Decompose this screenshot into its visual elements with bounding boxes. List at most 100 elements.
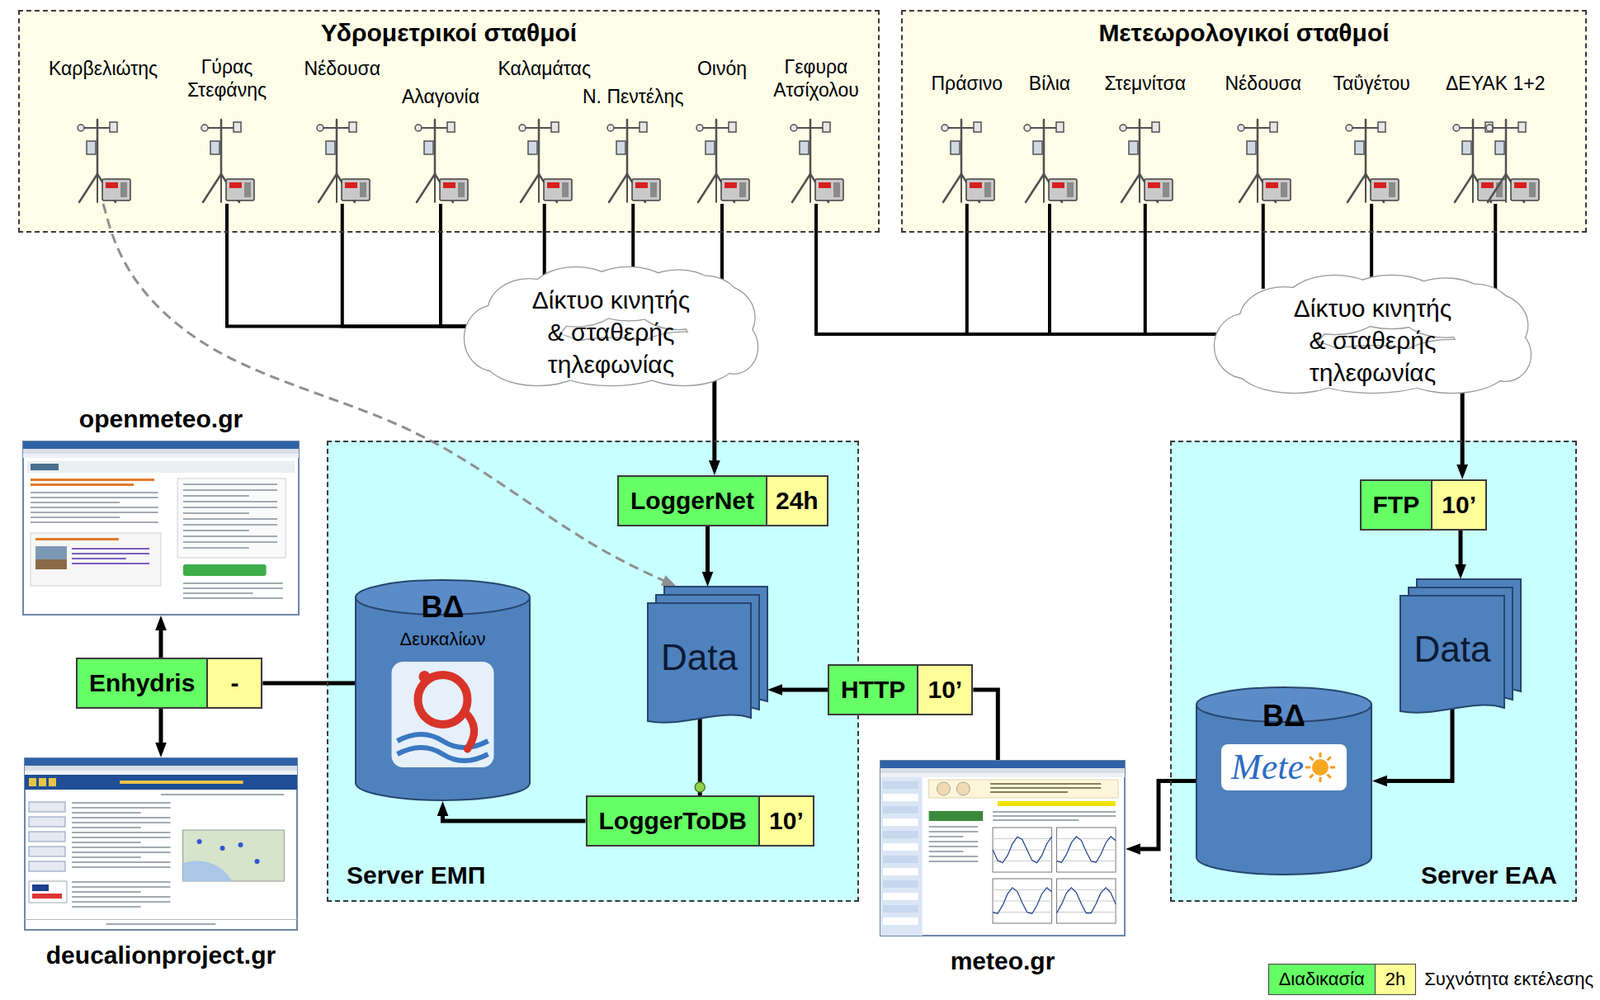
station-icon	[790, 119, 844, 203]
logger-box	[632, 179, 661, 201]
text-line	[71, 836, 171, 839]
nav-button	[28, 831, 66, 842]
station: Γεφυρα Ατσίχολου	[762, 56, 870, 204]
logger-panel	[1066, 182, 1074, 198]
sun-ray	[1318, 752, 1322, 758]
legend-sample: 2h	[1385, 968, 1406, 991]
text-line	[183, 582, 284, 585]
text-line	[30, 496, 159, 499]
logger-display	[1514, 182, 1527, 189]
network-cloud: Δίκτυο κινητής & σταθερής τηλεφωνίας	[1214, 275, 1531, 393]
sensor	[1378, 122, 1386, 133]
sensor	[728, 122, 737, 133]
logo-box: Mete	[1221, 744, 1347, 792]
station: Πράσινο	[931, 72, 1004, 204]
station-name: Νέδουσα	[1225, 72, 1303, 96]
document-page	[647, 603, 751, 723]
sensor	[77, 124, 85, 132]
solar-panel	[616, 141, 626, 155]
logger-display	[443, 182, 456, 189]
station-icon	[1232, 116, 1294, 204]
text-line	[71, 547, 150, 550]
chart-grid	[992, 860, 1053, 862]
cloud-outline	[470, 314, 541, 374]
process-box: LoggerNet24h	[617, 475, 829, 527]
station: Οινόη	[691, 57, 753, 204]
database-name: ΒΔ	[421, 590, 465, 624]
logger-panel	[1162, 182, 1170, 198]
menu-item	[882, 843, 919, 851]
connector	[816, 203, 1220, 335]
chart-line	[1057, 836, 1117, 863]
station-name: ΔΕΥΑΚ 1+2	[1445, 72, 1545, 96]
connector	[440, 203, 470, 327]
icon-line	[522, 127, 556, 129]
logger-panel	[120, 182, 128, 198]
icon-line	[943, 174, 962, 203]
station-icon	[1453, 119, 1506, 203]
text-line	[183, 587, 284, 590]
text-line	[71, 891, 142, 893]
logger-display	[344, 182, 358, 189]
text-line	[71, 802, 171, 804]
text-line	[992, 811, 1116, 813]
solar-panel	[1354, 141, 1365, 155]
website: openmeteo.gr	[22, 404, 300, 616]
connector	[720, 203, 724, 281]
logger-display	[229, 182, 242, 189]
network-name: Δίκτυο κινητής & σταθερής τηλεφωνίας	[1286, 292, 1460, 389]
server-name: Server ΕΜΠ	[346, 860, 486, 891]
text-line	[71, 906, 142, 908]
text-line	[929, 860, 979, 863]
sensor	[1486, 124, 1493, 132]
station-name: Ταΰγέτου	[1333, 72, 1411, 96]
connector	[967, 203, 1220, 335]
icon-line	[320, 127, 354, 129]
map-point	[254, 858, 260, 864]
data-label: Data	[660, 637, 738, 678]
menu-item	[882, 830, 919, 839]
run-frequency: 24h	[765, 476, 827, 525]
panel-background	[1170, 440, 1577, 902]
icon-line	[1027, 127, 1061, 129]
heading-line	[30, 478, 155, 482]
connector	[226, 203, 470, 327]
process-name: LoggerToDB	[587, 797, 759, 845]
text-line	[183, 489, 278, 491]
station-icon	[1237, 119, 1291, 203]
data-label: Data	[1414, 629, 1492, 670]
station-group: Υδρομετρικοί σταθμοίΚαρβελιώτηςΓύρας Στε…	[18, 9, 880, 233]
station-icon	[514, 116, 576, 204]
funding-logo	[32, 884, 49, 892]
menu-item	[882, 793, 919, 802]
logger-box	[1144, 179, 1173, 201]
panel-background	[326, 440, 859, 902]
photo	[35, 546, 67, 570]
run-frequency: 10’	[916, 665, 972, 714]
text-line	[71, 846, 171, 849]
text-line	[183, 535, 278, 538]
network-name: Δίκτυο κινητής & σταθερής τηλεφωνίας	[524, 283, 699, 381]
icon-line	[1121, 174, 1140, 203]
chart-grid	[1057, 860, 1117, 862]
sensor	[447, 122, 455, 133]
solar-panel	[1495, 141, 1505, 155]
database-name: ΒΔ	[1262, 699, 1306, 733]
logger-panel	[650, 182, 657, 198]
icon-line	[1043, 174, 1045, 203]
logo-head	[419, 670, 431, 683]
run-frequency: 10’	[1430, 481, 1486, 529]
icon-line	[1025, 174, 1044, 203]
logger-panel	[359, 182, 367, 198]
text-line	[929, 845, 979, 848]
station-name: Γεφυρα Ατσίχολου	[762, 56, 870, 102]
icon-line	[79, 174, 98, 203]
site-logo	[28, 778, 37, 787]
sun-ray	[1326, 774, 1331, 778]
window	[23, 441, 299, 615]
text-line	[183, 495, 250, 497]
station-icon	[196, 116, 258, 204]
icon-line	[335, 174, 338, 203]
